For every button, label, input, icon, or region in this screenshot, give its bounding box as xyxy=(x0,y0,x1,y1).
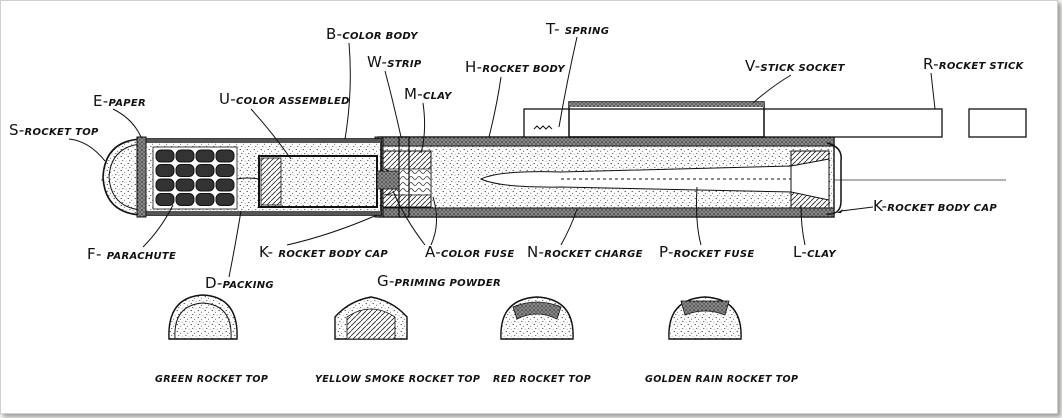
parachute-fold xyxy=(155,149,175,163)
parachute-fold xyxy=(175,193,195,206)
label-a: A-COLOR FUSE xyxy=(425,243,514,261)
rocket-body-wall-top xyxy=(378,136,835,147)
parachute-fold xyxy=(175,149,195,163)
red-rocket-top xyxy=(500,296,574,340)
caption-golden: GOLDEN RAIN ROCKET TOP xyxy=(645,374,798,385)
label-f: F- PARACHUTE xyxy=(87,245,176,263)
rocket-assembly xyxy=(102,136,842,218)
rocket-stick-end-piece xyxy=(968,108,1027,138)
label-d: D-PACKING xyxy=(205,274,274,292)
parachute-fold xyxy=(155,193,175,206)
leader-lines xyxy=(68,36,936,278)
rocket-top-variants xyxy=(168,294,742,340)
label-t: T- SPRING xyxy=(545,20,609,38)
label-v: V-STICK SOCKET xyxy=(745,57,846,75)
parachute-fold xyxy=(195,178,215,192)
green-rocket-top xyxy=(168,294,238,340)
label-h: H-ROCKET BODY xyxy=(465,58,566,76)
parachute-fold xyxy=(195,164,215,177)
label-k-left: K- ROCKET BODY CAP xyxy=(259,243,388,261)
priming-powder-g xyxy=(376,170,400,190)
label-e: E-PAPER xyxy=(93,92,146,110)
rocket-stick-r xyxy=(523,108,943,138)
spring-t xyxy=(533,125,553,130)
label-n: N-ROCKET CHARGE xyxy=(527,243,643,261)
shroud-line xyxy=(236,177,260,180)
label-s: S-ROCKET TOP xyxy=(9,121,99,139)
golden-rain-rocket-top xyxy=(668,296,742,340)
label-b: B-COLOR BODY xyxy=(326,25,419,43)
parachute-f xyxy=(152,146,238,210)
parachute-fold xyxy=(195,149,215,163)
parachute-fold xyxy=(215,164,235,177)
stick-socket-top-wall xyxy=(569,102,764,107)
color-cap xyxy=(260,157,282,206)
color-body-wall-bottom xyxy=(141,211,381,215)
parachute-fold xyxy=(195,193,215,206)
part-labels: S-ROCKET TOP E-PAPER U-COLOR ASSEMBLED B… xyxy=(9,20,1025,292)
rocket-top-s xyxy=(102,138,142,216)
nozzle xyxy=(790,158,830,201)
paper-e xyxy=(136,136,147,218)
parachute-fold xyxy=(215,178,235,192)
yellow-smoke-rocket-top xyxy=(334,296,408,340)
label-m: M-CLAY xyxy=(404,85,453,103)
parachute-fold xyxy=(215,149,235,163)
rocket-body-cap-right xyxy=(826,142,842,215)
parachute-fold xyxy=(155,178,175,192)
parachute-fold xyxy=(175,164,195,177)
label-l: L-CLAY xyxy=(793,243,837,261)
label-k-right: K-ROCKET BODY CAP xyxy=(873,197,997,215)
rocket-body-wall-bottom xyxy=(378,207,835,218)
label-p: P-ROCKET FUSE xyxy=(659,243,754,261)
color-body-wall-top xyxy=(141,139,381,143)
parachute-fold xyxy=(175,178,195,192)
caption-yellow: YELLOW SMOKE ROCKET TOP xyxy=(315,374,480,385)
parachute-fold xyxy=(155,164,175,177)
caption-green: GREEN ROCKET TOP xyxy=(155,374,268,385)
label-w: W-STRIP xyxy=(367,53,422,71)
variant-captions: GREEN ROCKET TOP YELLOW SMOKE ROCKET TOP… xyxy=(155,374,798,385)
label-r: R-ROCKET STICK xyxy=(923,55,1025,73)
label-u: U-COLOR ASSEMBLED xyxy=(219,90,350,108)
parachute-fold xyxy=(215,193,235,206)
rocket-top-inner xyxy=(108,143,142,211)
label-g: G-PRIMING POWDER xyxy=(377,272,501,290)
rocket-stick-assembly xyxy=(523,101,1027,138)
caption-red: RED ROCKET TOP xyxy=(493,374,591,385)
